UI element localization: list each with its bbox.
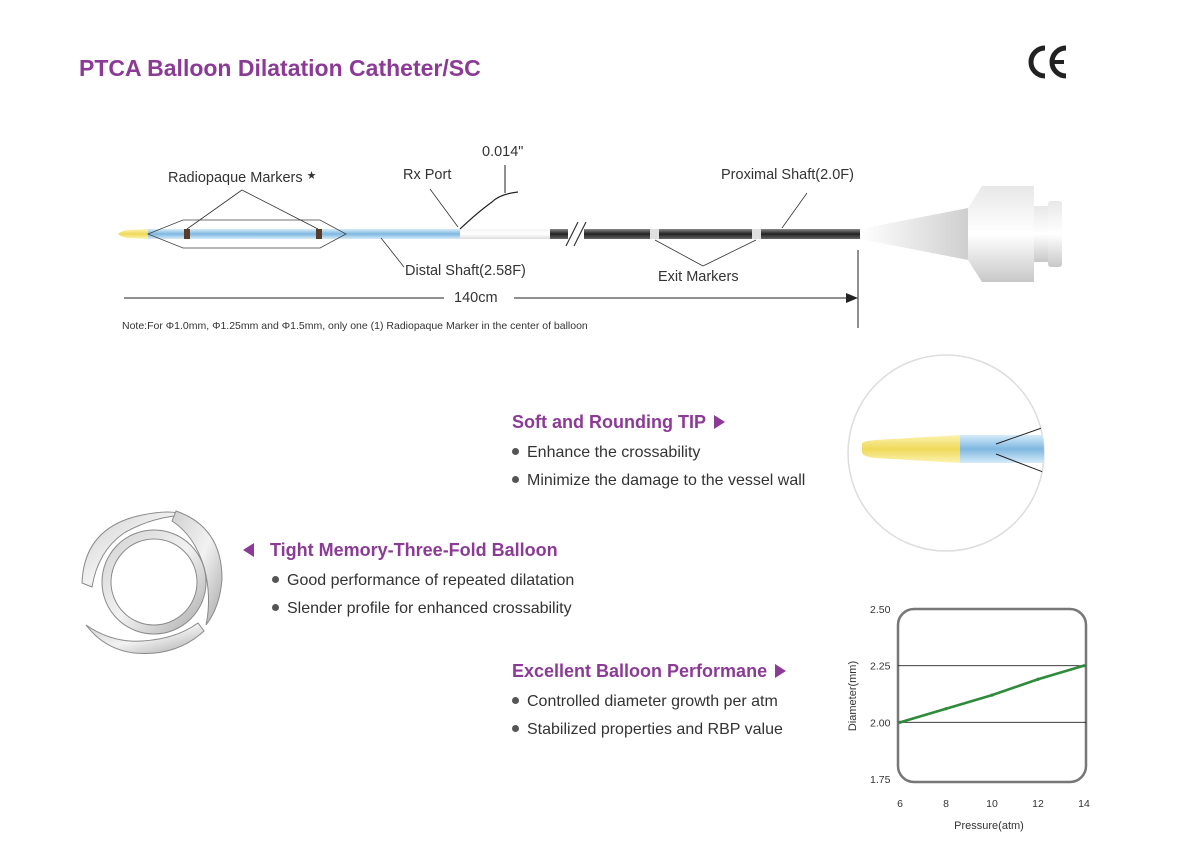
radiopaque-markers-text: Radiopaque Markers — [168, 170, 303, 186]
chart-data-point — [990, 693, 994, 697]
feature-three-fold-title-text: Tight Memory-Three-Fold Balloon — [270, 540, 558, 560]
chart-data-point — [944, 707, 948, 711]
bullet-text: Slender profile for enhanced crossabilit… — [287, 600, 572, 617]
feature-balloon-performance-title-text: Excellent Balloon Performane — [512, 661, 768, 681]
bullet-text: Controlled diameter growth per atm — [527, 693, 778, 710]
triangle-right-icon — [713, 415, 725, 429]
length-dimension — [124, 250, 859, 328]
length-label: 140cm — [454, 290, 498, 306]
exit-marker-1 — [650, 229, 659, 239]
chart-data-point — [898, 720, 902, 724]
feature-soft-tip: Soft and Rounding TIP Enhance the crossa… — [512, 412, 805, 495]
bullet-icon — [512, 448, 519, 455]
distal-shaft — [148, 229, 460, 239]
feature-soft-tip-title-text: Soft and Rounding TIP — [512, 412, 706, 432]
tip-zoom-illustration — [847, 354, 1045, 552]
proximal-shaft — [550, 229, 860, 239]
chart-x-tick-label: 12 — [1032, 798, 1044, 810]
chart-x-tick-label: 8 — [943, 798, 949, 810]
catheter-tip — [118, 229, 148, 239]
bullet-text: Minimize the damage to the vessel wall — [527, 472, 806, 489]
radiopaque-markers-label: Radiopaque Markers ★ — [168, 169, 317, 186]
catheter-diagram — [118, 165, 1062, 328]
balloon-outline — [146, 219, 347, 249]
triangle-right-icon — [775, 664, 787, 678]
feature-balloon-performance-bullets: Controlled diameter growth per atm Stabi… — [512, 688, 786, 744]
list-item: Minimize the damage to the vessel wall — [512, 467, 805, 495]
feature-soft-tip-bullets: Enhance the crossability Minimize the da… — [512, 439, 805, 495]
feature-balloon-performance-title: Excellent Balloon Performane — [512, 661, 787, 682]
bullet-text: Stabilized properties and RBP value — [527, 721, 783, 738]
chart-y-tick-label: 1.75 — [870, 774, 891, 786]
diagram-note: Note:For Φ1.0mm, Φ1.25mm and Φ1.5mm, onl… — [122, 320, 588, 332]
chart-y-tick-label: 2.25 — [870, 661, 891, 673]
chart-y-axis-label: Diameter(mm) — [847, 661, 859, 731]
guidewire-size-label: 0.014" — [482, 144, 524, 160]
chart-data-point — [1082, 664, 1086, 668]
chart-y-tick-label: 2.00 — [870, 717, 891, 729]
proximal-shaft-label: Proximal Shaft(2.0F) — [721, 167, 854, 183]
guidewire — [459, 191, 519, 230]
bullet-icon — [512, 476, 519, 483]
bullet-icon — [512, 697, 519, 704]
list-item: Slender profile for enhanced crossabilit… — [272, 595, 574, 623]
feature-three-fold-title: Tight Memory-Three-Fold Balloon — [243, 540, 574, 561]
rx-transition-segment — [460, 229, 550, 239]
distal-shaft-label: Distal Shaft(2.58F) — [405, 263, 526, 279]
feature-three-fold-bullets: Good performance of repeated dilatation … — [272, 567, 574, 623]
bullet-icon — [272, 604, 279, 611]
three-fold-balloon-illustration — [81, 510, 223, 655]
shaft-break-icon — [565, 221, 587, 247]
radiopaque-marker-right — [316, 229, 322, 239]
chart-x-tick-label: 10 — [986, 798, 998, 810]
chart-data-point — [1036, 677, 1040, 681]
chart-x-tick-label: 14 — [1078, 798, 1090, 810]
feature-balloon-performance: Excellent Balloon Performane Controlled … — [512, 661, 787, 744]
list-item: Good performance of repeated dilatation — [272, 567, 574, 595]
ce-mark-icon — [1026, 42, 1070, 87]
list-item: Enhance the crossability — [512, 439, 805, 467]
rx-port-label: Rx Port — [403, 167, 452, 183]
catheter-hub — [860, 186, 1062, 282]
bullet-text: Enhance the crossability — [527, 444, 701, 461]
star-icon: ★ — [306, 170, 317, 182]
exit-marker-2 — [752, 229, 761, 239]
bullet-icon — [272, 576, 279, 583]
bullet-text: Good performance of repeated dilatation — [287, 572, 575, 589]
leader-lines — [186, 188, 808, 268]
chart-x-tick-label: 6 — [897, 798, 903, 810]
bullet-icon — [512, 725, 519, 732]
chart-y-tick-label: 2.50 — [870, 604, 891, 616]
triangle-left-icon — [243, 543, 254, 557]
exit-markers-label: Exit Markers — [658, 269, 739, 285]
list-item: Stabilized properties and RBP value — [512, 716, 786, 744]
page-title: PTCA Balloon Dilatation Catheter/SC — [79, 55, 481, 81]
feature-three-fold: Tight Memory-Three-Fold Balloon Good per… — [243, 540, 574, 623]
radiopaque-marker-left — [184, 229, 190, 239]
list-item: Controlled diameter growth per atm — [512, 688, 786, 716]
feature-soft-tip-title: Soft and Rounding TIP — [512, 412, 805, 433]
compliance-chart: 2.50 2.25 2.00 1.75 6 8 10 12 14 Diameter(mm) P… — [847, 604, 1090, 832]
chart-x-axis-label: Pressure(atm) — [954, 820, 1024, 832]
